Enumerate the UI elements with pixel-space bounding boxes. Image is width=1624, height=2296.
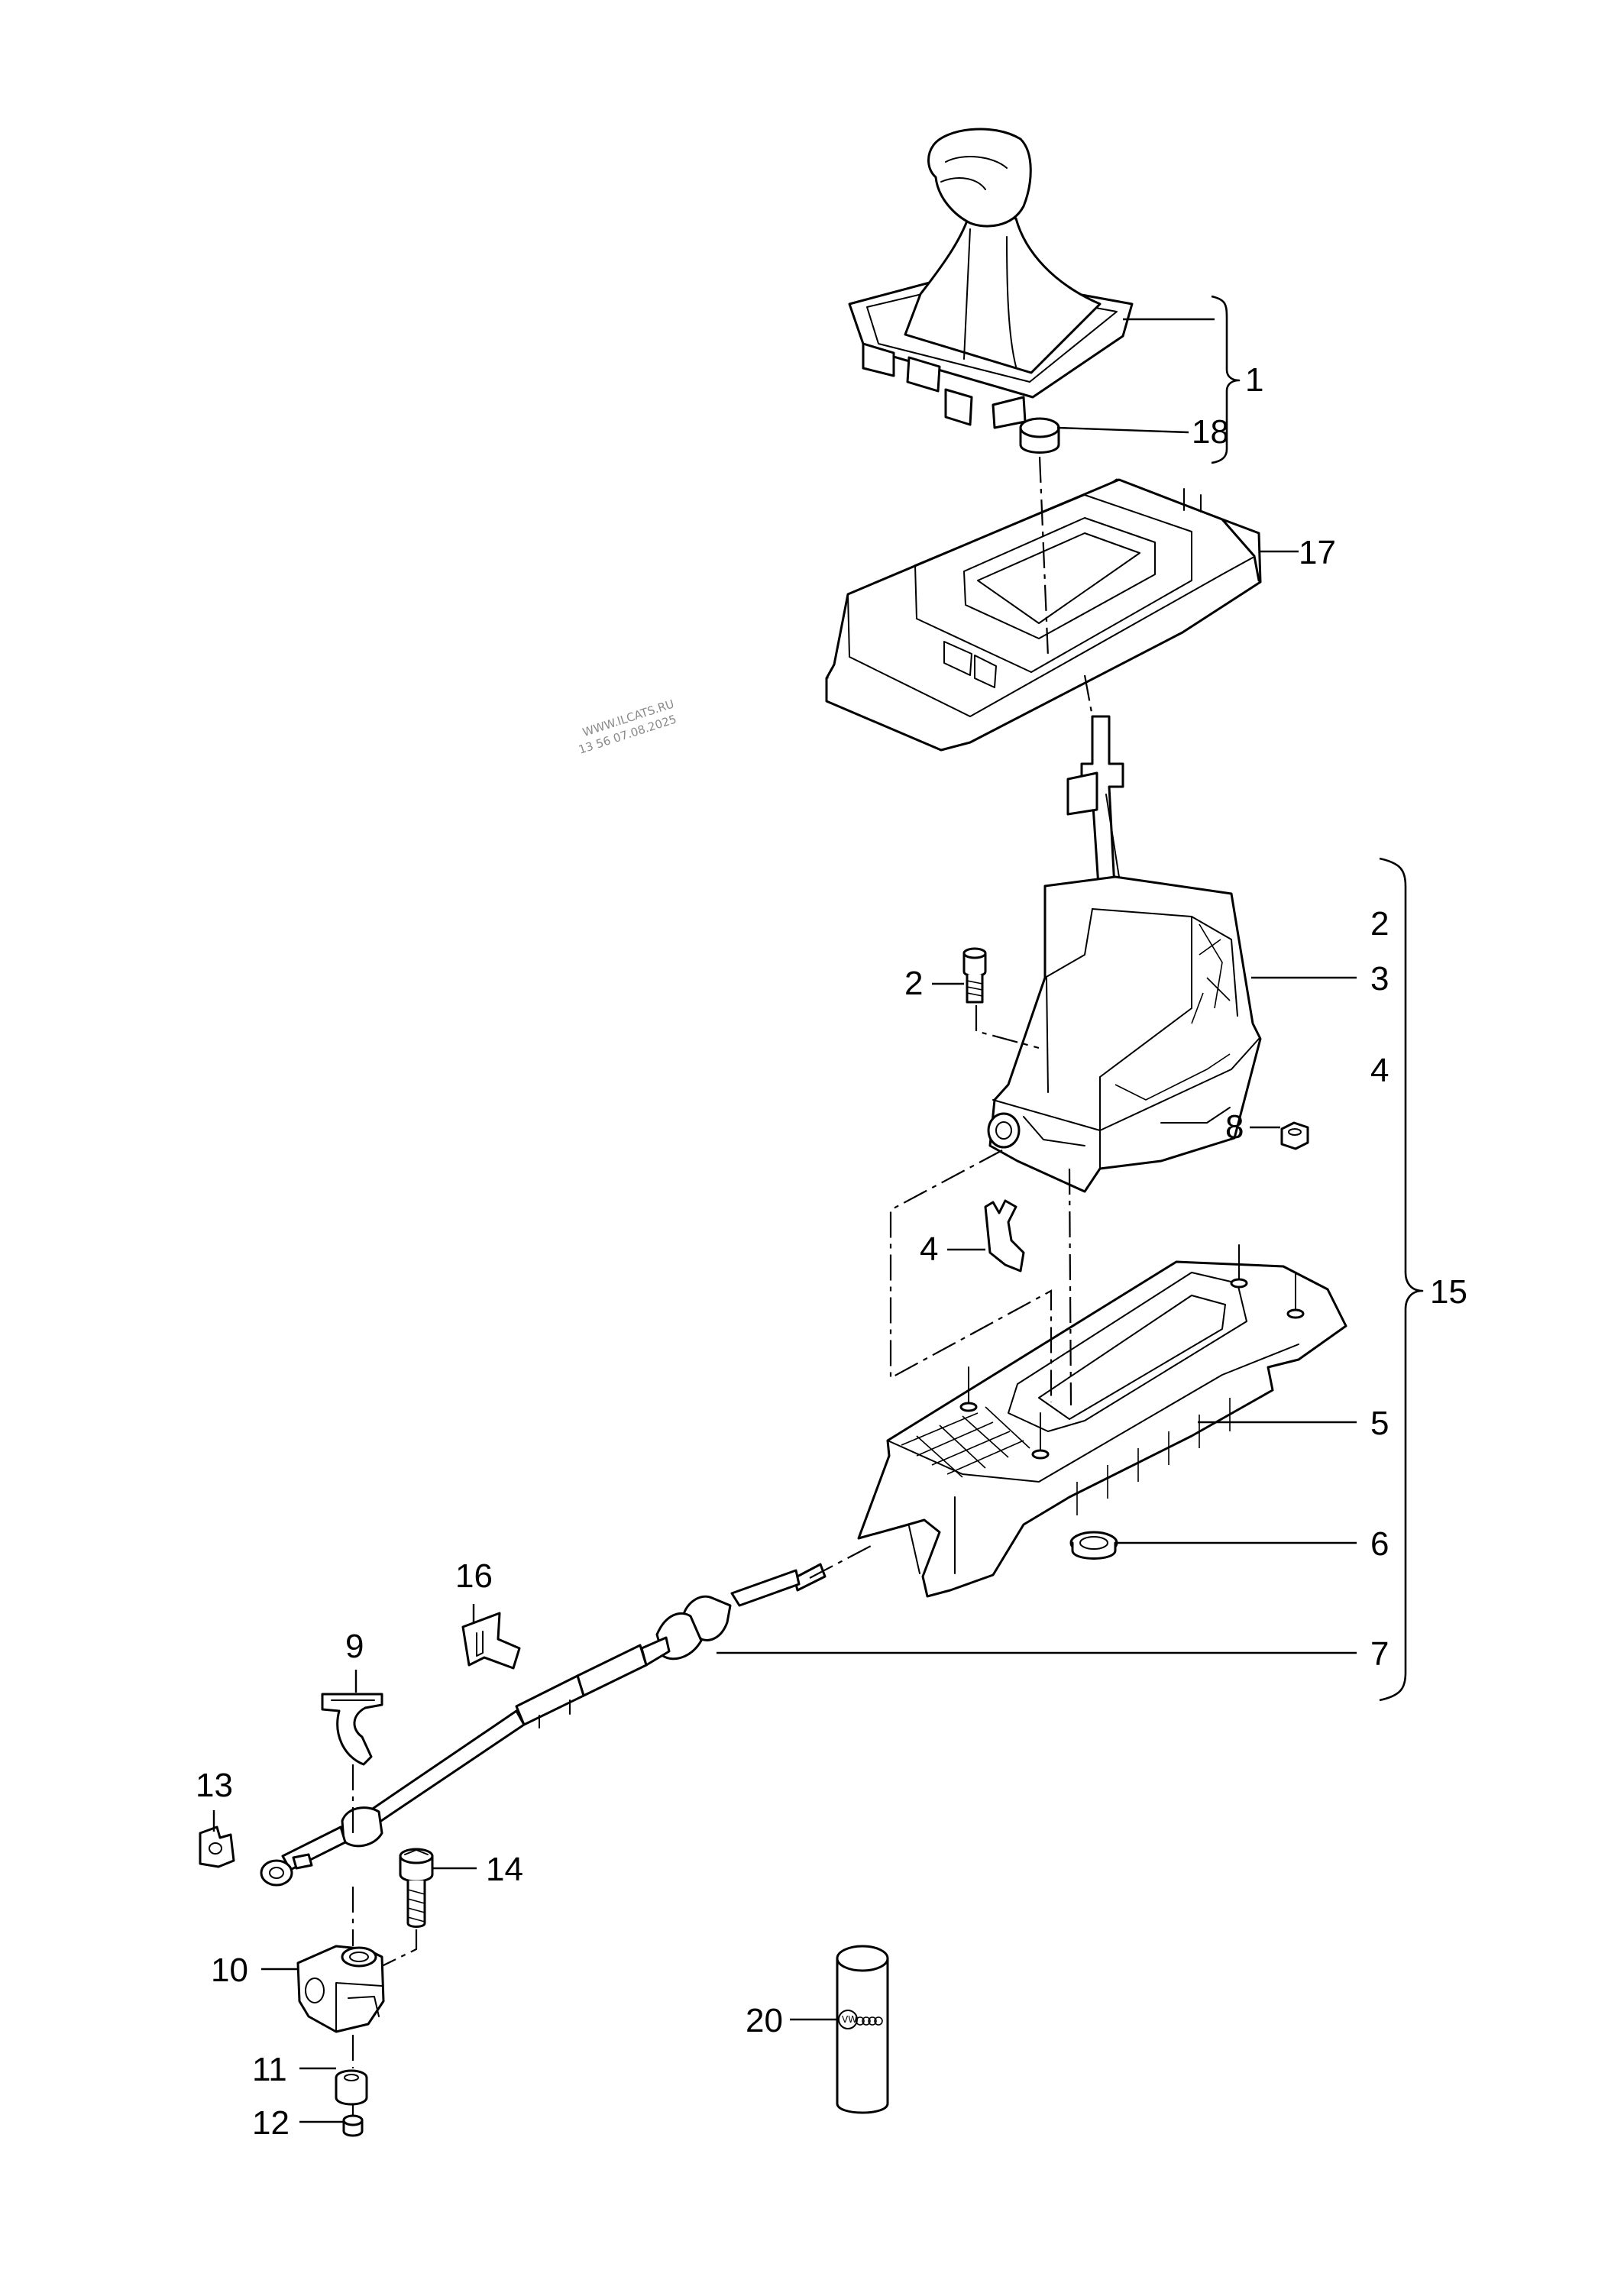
callout-12: 12 (252, 2104, 290, 2142)
ring-part-18 (1019, 417, 1060, 454)
selector-mechanism-part-3 (987, 715, 1262, 1193)
cap-part-12 (342, 2114, 364, 2137)
callout-7: 7 (1370, 1635, 1389, 1673)
shift-cable-part-7 (260, 1563, 827, 1887)
base-housing-part-5 (857, 1244, 1347, 1598)
callout-17: 17 (1299, 534, 1336, 571)
callout-6: 6 (1370, 1525, 1389, 1563)
watermark: WWW.ILCATS.RU 13 56 07.08.2025 (577, 697, 678, 756)
bracket-part-13 (199, 1825, 235, 1868)
screw-part-2 (962, 947, 987, 1004)
callout-15: 15 (1430, 1273, 1467, 1311)
callout-9: 9 (345, 1628, 364, 1665)
callout-1: 1 (1245, 361, 1263, 399)
callout-4-left: 4 (920, 1230, 938, 1268)
bolt-part-14 (399, 1848, 434, 1928)
callout-11: 11 (252, 2051, 287, 2088)
nut-part-8 (1280, 1121, 1309, 1150)
callout-3: 3 (1370, 960, 1389, 998)
clip-part-9 (321, 1693, 383, 1766)
tube-logo-text: VW (842, 2014, 857, 2025)
brace-part-1 (1211, 295, 1241, 464)
grommet-part-6 (1069, 1531, 1118, 1560)
clip-part-16 (461, 1612, 521, 1670)
bearing-block-part-10 (296, 1945, 385, 2033)
trim-panel-part-17 (825, 478, 1262, 752)
bush-part-11 (335, 2069, 368, 2106)
callout-5: 5 (1370, 1405, 1389, 1442)
shift-knob-boot-part-1 (848, 128, 1134, 429)
callout-labels: 1 18 17 2 2 3 4 4 8 15 5 6 7 16 9 13 14 … (196, 361, 1467, 2142)
callout-14: 14 (486, 1851, 523, 1888)
callout-18: 18 (1192, 413, 1229, 451)
callout-8: 8 (1225, 1108, 1244, 1146)
callout-10: 10 (211, 1952, 248, 1989)
clip-part-4 (984, 1199, 1025, 1273)
callout-4-right: 4 (1370, 1052, 1389, 1089)
assembly-lines (351, 456, 1094, 2116)
callout-16: 16 (455, 1557, 493, 1595)
callout-20: 20 (746, 2002, 783, 2039)
callout-13: 13 (196, 1767, 233, 1804)
callout-2-right: 2 (1370, 905, 1389, 943)
brace-part-15 (1379, 857, 1424, 1702)
leader-lines (212, 318, 1357, 2123)
callout-2-left: 2 (904, 965, 923, 1002)
lubricant-tube-part-20: VW (836, 1945, 889, 2114)
